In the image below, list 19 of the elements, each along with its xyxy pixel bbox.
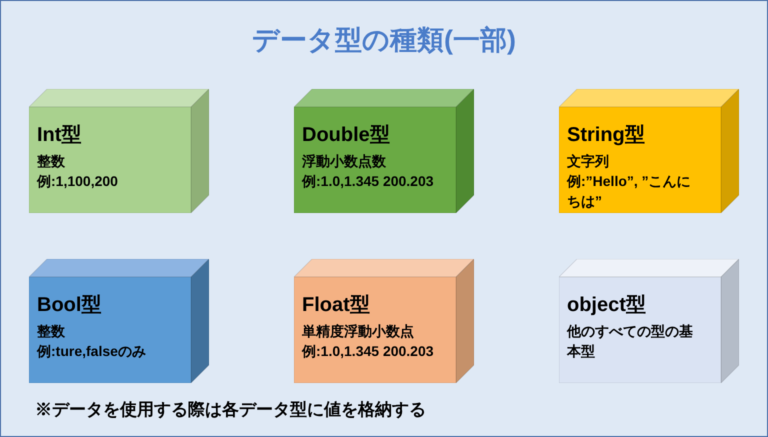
type-name: Double型 bbox=[302, 123, 390, 148]
description: 例:1,100,200 bbox=[37, 172, 118, 191]
title: データ型の種類(一部) bbox=[251, 24, 517, 57]
type-name: Int型 bbox=[37, 123, 82, 148]
description: 整数 bbox=[37, 152, 65, 171]
description: 例:1.0,1.345 200.203 bbox=[302, 342, 434, 361]
description: 例:1.0,1.345 200.203 bbox=[302, 172, 434, 191]
description: 例:”Hello”, ”こんにちは” bbox=[567, 172, 692, 211]
description: 整数 bbox=[37, 322, 65, 341]
description: 浮動小数点数 bbox=[302, 152, 386, 171]
type-name: String型 bbox=[567, 123, 645, 148]
type-name: Bool型 bbox=[37, 293, 102, 318]
type-name: object型 bbox=[567, 293, 646, 318]
description: 単精度浮動小数点 bbox=[302, 322, 414, 341]
description: 文字列 bbox=[567, 152, 609, 171]
note: ※データを使用する際は各データ型に値を格納する bbox=[35, 399, 426, 421]
description: 他のすべての型の基本型 bbox=[567, 322, 694, 361]
type-name: Float型 bbox=[302, 293, 370, 318]
description: 例:ture,falseのみ bbox=[37, 342, 146, 361]
